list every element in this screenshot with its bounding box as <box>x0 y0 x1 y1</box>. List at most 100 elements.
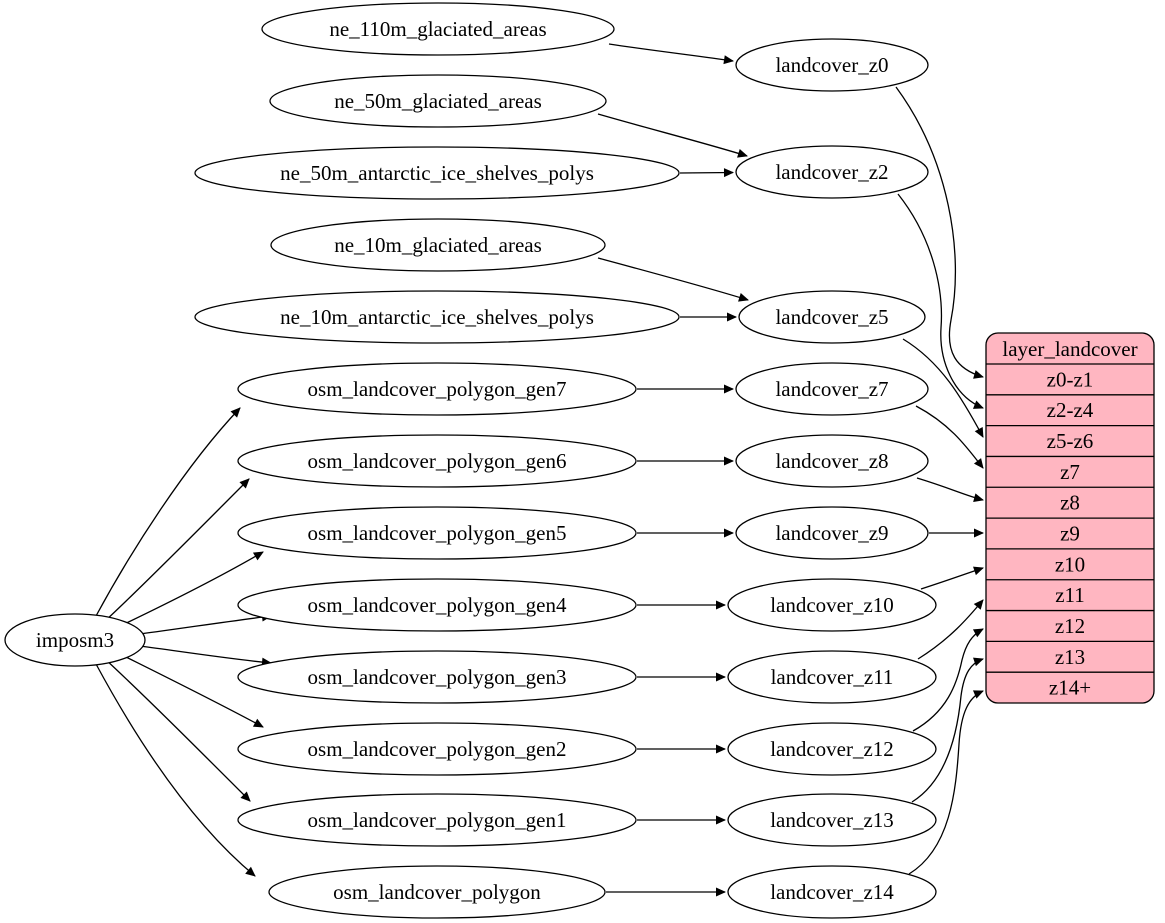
node-shape-osm_landcover_polygon_gen3 <box>237 650 637 704</box>
edge-landcover_z14-to-layer_landcover:z14+ <box>908 690 984 875</box>
node-label-landcover_z10: landcover_z10 <box>770 593 894 617</box>
node-label-osm_landcover_polygon_gen3: osm_landcover_polygon_gen3 <box>308 665 567 689</box>
node-osm_landcover_polygon_gen6: osm_landcover_polygon_gen6 <box>237 434 637 488</box>
edge-landcover_z2-to-layer_landcover:z2-z4 <box>897 193 984 409</box>
node-osm_landcover_polygon_gen7: osm_landcover_polygon_gen7 <box>237 362 637 416</box>
node-label-landcover_z9: landcover_z9 <box>775 521 888 545</box>
node-landcover_z8: landcover_z8 <box>735 434 929 488</box>
record-row-z11: z11 <box>1055 583 1085 607</box>
node-shape-landcover_z0 <box>735 38 929 92</box>
node-label-landcover_z5: landcover_z5 <box>775 305 888 329</box>
record-row-z7: z7 <box>1060 460 1080 484</box>
node-shape-osm_landcover_polygon <box>268 865 606 919</box>
node-shape-landcover_z13 <box>727 793 937 847</box>
node-label-osm_landcover_polygon_gen5: osm_landcover_polygon_gen5 <box>308 521 567 545</box>
node-imposm3: imposm3 <box>4 613 146 667</box>
edge-landcover_z8-to-layer_landcover:z8 <box>916 477 984 503</box>
edge-imposm3-to-osm_landcover_polygon_gen6 <box>103 478 250 623</box>
node-shape-imposm3 <box>4 613 146 667</box>
edge-imposm3-to-osm_landcover_polygon_gen7 <box>95 407 241 617</box>
node-shape-ne_50m_glaciated_areas <box>269 74 607 128</box>
node-label-landcover_z13: landcover_z13 <box>770 808 894 832</box>
edge-imposm3-to-osm_landcover_polygon_gen2 <box>115 651 264 728</box>
node-label-osm_landcover_polygon_gen1: osm_landcover_polygon_gen1 <box>308 808 567 832</box>
node-label-osm_landcover_polygon: osm_landcover_polygon <box>333 880 541 904</box>
edge-imposm3-to-osm_landcover_polygon <box>95 663 256 877</box>
node-osm_landcover_polygon_gen2: osm_landcover_polygon_gen2 <box>237 722 637 776</box>
node-shape-landcover_z9 <box>735 506 929 560</box>
node-shape-osm_landcover_polygon_gen5 <box>237 506 637 560</box>
node-landcover_z12: landcover_z12 <box>727 722 937 776</box>
record-row-z5-z6: z5-z6 <box>1047 429 1094 453</box>
edge-landcover_z7-to-layer_landcover:z7 <box>915 405 984 469</box>
edge-ne_50m_antarctic_ice_shelves_polys-to-landcover_z2 <box>679 168 734 178</box>
record-row-z12: z12 <box>1055 614 1085 638</box>
node-label-ne_50m_antarctic_ice_shelves_polys: ne_50m_antarctic_ice_shelves_polys <box>280 161 594 185</box>
node-label-landcover_z14: landcover_z14 <box>770 880 894 904</box>
node-osm_landcover_polygon_gen3: osm_landcover_polygon_gen3 <box>237 650 637 704</box>
record-row-z13: z13 <box>1055 645 1085 669</box>
record-row-z2-z4: z2-z4 <box>1047 398 1094 422</box>
node-osm_landcover_polygon_gen4: osm_landcover_polygon_gen4 <box>237 578 637 632</box>
node-landcover_z10: landcover_z10 <box>727 578 937 632</box>
node-shape-ne_10m_antarctic_ice_shelves_polys <box>194 290 680 344</box>
node-label-landcover_z8: landcover_z8 <box>775 449 888 473</box>
node-shape-landcover_z14 <box>727 865 937 919</box>
node-label-ne_10m_glaciated_areas: ne_10m_glaciated_areas <box>334 233 542 257</box>
node-ne_50m_antarctic_ice_shelves_polys: ne_50m_antarctic_ice_shelves_polys <box>194 146 680 200</box>
node-label-landcover_z2: landcover_z2 <box>775 160 888 184</box>
node-ne_50m_glaciated_areas: ne_50m_glaciated_areas <box>269 74 607 128</box>
node-label-osm_landcover_polygon_gen2: osm_landcover_polygon_gen2 <box>308 737 567 761</box>
node-shape-landcover_z7 <box>735 362 929 416</box>
edge-ne_50m_glaciated_areas-to-landcover_z2 <box>597 113 748 158</box>
record-row-z10: z10 <box>1055 552 1085 576</box>
node-label-landcover_z7: landcover_z7 <box>775 377 888 401</box>
node-shape-ne_50m_antarctic_ice_shelves_polys <box>194 146 680 200</box>
node-landcover_z0: landcover_z0 <box>735 38 929 92</box>
edge-ne_110m_glaciated_areas-to-landcover_z0 <box>608 43 734 65</box>
node-landcover_z9: landcover_z9 <box>735 506 929 560</box>
node-shape-ne_10m_glaciated_areas <box>270 218 606 272</box>
record-row-z9: z9 <box>1060 522 1080 546</box>
node-shape-landcover_z5 <box>738 290 926 344</box>
node-landcover_z2: landcover_z2 <box>735 145 929 199</box>
edge-imposm3-to-osm_landcover_polygon_gen4 <box>139 612 272 635</box>
node-landcover_z5: landcover_z5 <box>738 290 926 344</box>
record-row-z8: z8 <box>1060 491 1080 515</box>
node-shape-landcover_z2 <box>735 145 929 199</box>
node-label-ne_110m_glaciated_areas: ne_110m_glaciated_areas <box>329 17 546 41</box>
edge-landcover_z11-to-layer_landcover:z11 <box>917 599 984 660</box>
record-layer_landcover: layer_landcoverz0-z1z2-z4z5-z6z7z8z9z10z… <box>985 332 1155 704</box>
node-ne_10m_glaciated_areas: ne_10m_glaciated_areas <box>270 218 606 272</box>
node-label-ne_50m_glaciated_areas: ne_50m_glaciated_areas <box>334 89 542 113</box>
node-label-osm_landcover_polygon_gen7: osm_landcover_polygon_gen7 <box>308 377 567 401</box>
edge-landcover_z5-to-layer_landcover:z5-z6 <box>902 338 984 438</box>
edge-imposm3-to-osm_landcover_polygon_gen5 <box>115 551 264 629</box>
node-shape-landcover_z11 <box>727 650 937 704</box>
node-shape-osm_landcover_polygon_gen1 <box>237 793 637 847</box>
node-label-osm_landcover_polygon_gen6: osm_landcover_polygon_gen6 <box>308 449 567 473</box>
node-label-landcover_z12: landcover_z12 <box>770 737 894 761</box>
node-osm_landcover_polygon_gen5: osm_landcover_polygon_gen5 <box>237 506 637 560</box>
node-shape-landcover_z8 <box>735 434 929 488</box>
node-shape-landcover_z10 <box>727 578 937 632</box>
node-shape-osm_landcover_polygon_gen6 <box>237 434 637 488</box>
node-shape-osm_landcover_polygon_gen4 <box>237 578 637 632</box>
edge-landcover_z12-to-layer_landcover:z12 <box>912 628 984 732</box>
edge-imposm3-to-osm_landcover_polygon_gen1 <box>103 657 251 802</box>
edge-landcover_z13-to-layer_landcover:z13 <box>911 657 984 803</box>
record-row-z14+: z14+ <box>1049 676 1091 700</box>
node-label-ne_10m_antarctic_ice_shelves_polys: ne_10m_antarctic_ice_shelves_polys <box>280 305 594 329</box>
node-label-landcover_z11: landcover_z11 <box>771 665 894 689</box>
node-label-landcover_z0: landcover_z0 <box>775 53 888 77</box>
edge-landcover_z0-to-layer_landcover:z0-z1 <box>895 86 984 379</box>
node-shape-landcover_z12 <box>727 722 937 776</box>
node-landcover_z11: landcover_z11 <box>727 650 937 704</box>
node-label-osm_landcover_polygon_gen4: osm_landcover_polygon_gen4 <box>308 593 567 617</box>
edge-landcover_z10-to-layer_landcover:z10 <box>920 566 984 590</box>
record-row-z0-z1: z0-z1 <box>1047 367 1094 391</box>
node-ne_10m_antarctic_ice_shelves_polys: ne_10m_antarctic_ice_shelves_polys <box>194 290 680 344</box>
node-landcover_z14: landcover_z14 <box>727 865 937 919</box>
